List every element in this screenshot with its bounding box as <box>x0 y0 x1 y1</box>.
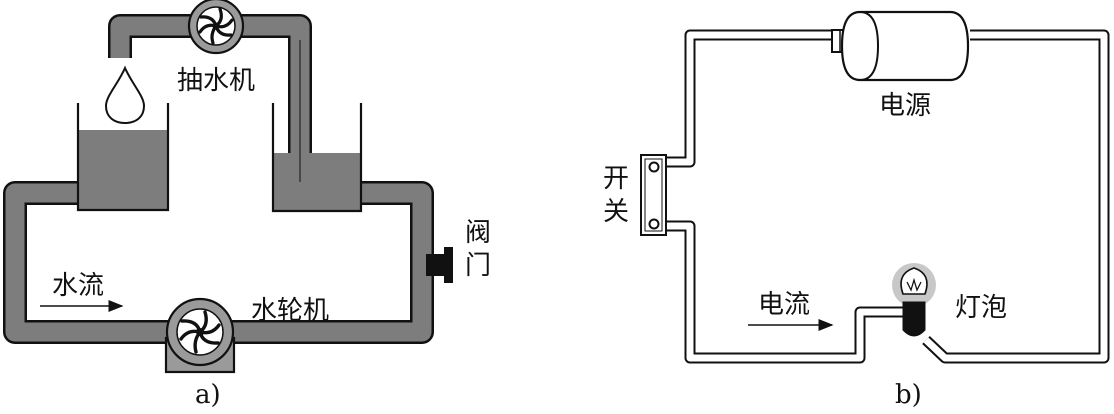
source-label: 电源 <box>879 91 932 121</box>
flow-label: 水流 <box>52 271 105 301</box>
current-label: 电流 <box>758 290 811 320</box>
valve-icon <box>426 247 453 283</box>
switch-label: 开关 <box>602 164 629 227</box>
water-drop-icon <box>104 65 146 125</box>
pump-label: 抽水机 <box>177 66 256 96</box>
caption-a: a) <box>195 380 221 410</box>
lamp-label: 灯泡 <box>955 293 1008 323</box>
panel-a-water-circuit <box>3 0 453 374</box>
pump-impeller-icon <box>187 0 245 55</box>
left-water-tank <box>76 103 170 212</box>
caption-b: b) <box>895 380 922 410</box>
switch-icon <box>640 154 667 236</box>
panel-b-electric-circuit <box>640 10 1110 364</box>
valve-label: 阀门 <box>464 218 491 281</box>
turbine-label: 水轮机 <box>251 296 330 326</box>
turbine-impeller-icon <box>164 297 236 374</box>
right-water-tank <box>271 103 363 213</box>
light-bulb-icon <box>892 263 936 337</box>
battery-icon <box>831 10 970 82</box>
